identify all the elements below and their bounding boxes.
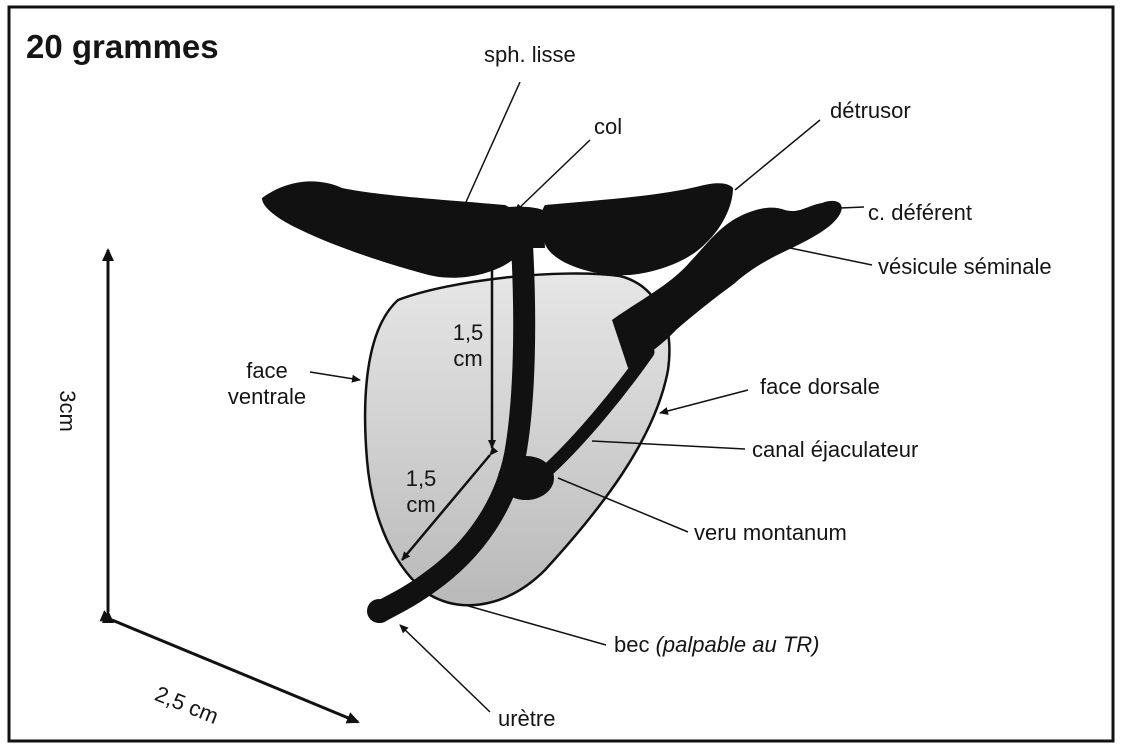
- label-vesicule-seminale: vésicule séminale: [878, 254, 1052, 280]
- figure-title: 20 grammes: [26, 28, 219, 66]
- label-c-deferent: c. déférent: [868, 200, 972, 226]
- lower-segment-unit: cm: [393, 492, 449, 518]
- label-veru-montanum: veru montanum: [694, 520, 847, 546]
- label-bec-term: bec: [614, 632, 649, 657]
- upper-segment-value: 1,5: [440, 320, 496, 346]
- label-face-ventrale: face ventrale: [212, 358, 322, 410]
- upper-segment-unit: cm: [440, 346, 496, 372]
- label-face-dorsale: face dorsale: [760, 374, 880, 400]
- leader-bec: [465, 605, 606, 645]
- upper-segment-label: 1,5 cm: [440, 320, 496, 372]
- lower-segment-value: 1,5: [393, 466, 449, 492]
- leader-col: [515, 140, 590, 212]
- label-face-ventrale-line2: ventrale: [212, 384, 322, 410]
- leader-vesicule: [790, 248, 872, 265]
- label-detrusor: détrusor: [830, 98, 911, 124]
- height-dimension-label: 3cm: [54, 390, 80, 432]
- leader-sph-lisse: [466, 82, 520, 202]
- urethra-opening: [367, 599, 391, 623]
- label-bec: bec (palpable au TR): [614, 632, 819, 658]
- label-face-ventrale-line1: face: [212, 358, 322, 384]
- label-bec-note: (palpable au TR): [656, 632, 820, 657]
- label-col: col: [594, 114, 622, 140]
- label-uretre: urètre: [498, 706, 555, 732]
- leader-c-deferent: [840, 207, 864, 208]
- label-canal-ejaculateur: canal éjaculateur: [752, 437, 918, 463]
- width-arrow: [112, 620, 358, 722]
- veru-montanum-shape: [498, 456, 554, 500]
- lower-segment-label: 1,5 cm: [393, 466, 449, 518]
- leader-detrusor: [735, 120, 820, 190]
- label-sph-lisse: sph. lisse: [484, 42, 576, 68]
- detrusor-left: [262, 181, 521, 277]
- leader-uretre: [400, 625, 490, 712]
- leader-face-dorsale: [660, 390, 748, 413]
